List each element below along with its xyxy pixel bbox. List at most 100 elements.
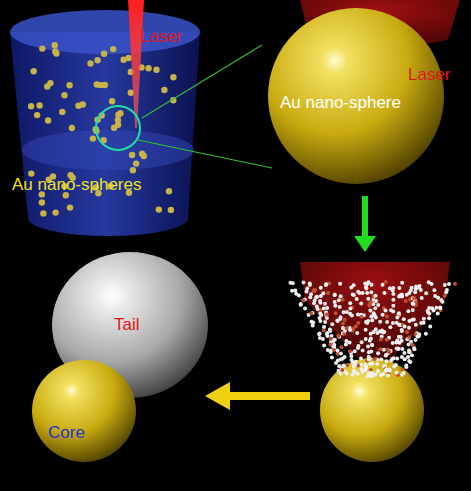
particle [337, 369, 341, 373]
particle [388, 286, 392, 290]
particle [381, 283, 385, 287]
particle [318, 332, 322, 336]
particle [391, 341, 395, 345]
particle [345, 363, 349, 367]
nano-sphere [52, 48, 58, 54]
particle [397, 286, 401, 290]
particle [444, 290, 448, 294]
particle [371, 371, 375, 375]
particle [447, 282, 451, 286]
particle [344, 343, 348, 347]
particle [349, 286, 353, 290]
particle [305, 286, 309, 290]
particle [337, 364, 341, 368]
particle [364, 366, 368, 370]
particle [403, 324, 407, 328]
particle [411, 308, 415, 312]
nano-sphere [139, 151, 145, 157]
particle [438, 306, 442, 310]
nano-sphere [109, 98, 115, 104]
particle [385, 320, 389, 324]
particle [376, 369, 380, 373]
container-layer [22, 130, 194, 170]
nano-sphere [101, 51, 107, 57]
particle [333, 300, 337, 304]
particle [443, 294, 447, 298]
particle [309, 311, 313, 315]
particle [435, 306, 439, 310]
particle [379, 338, 383, 342]
particle [392, 356, 396, 360]
particle [376, 351, 380, 355]
nano-sphere [52, 42, 58, 48]
particle [441, 300, 445, 304]
sphere-fill [268, 8, 444, 184]
nano-sphere [90, 135, 96, 141]
particle [328, 329, 332, 333]
particle [303, 307, 307, 311]
nano-sphere [120, 57, 126, 63]
particle [324, 313, 328, 317]
particle [339, 315, 343, 319]
particle [374, 315, 378, 319]
particle [367, 355, 371, 359]
particle [341, 357, 345, 361]
particle [337, 335, 341, 339]
particle [399, 335, 403, 339]
particle [407, 335, 411, 339]
particle [414, 323, 418, 327]
particle [395, 371, 399, 375]
particle [369, 290, 373, 294]
particle [299, 302, 303, 306]
particle [406, 355, 410, 359]
particle [313, 288, 317, 292]
particle [356, 313, 360, 317]
particle [420, 296, 424, 300]
particle [312, 289, 316, 293]
particle [291, 281, 295, 285]
sample-label: Au nano-spheres [12, 176, 141, 195]
particle [414, 338, 418, 342]
particle [382, 348, 386, 352]
particle [361, 291, 365, 295]
particle [428, 324, 432, 328]
particle [424, 332, 428, 336]
particle [422, 321, 426, 325]
particle [333, 338, 337, 342]
particle [348, 328, 352, 332]
particle [391, 310, 395, 314]
process-arrow [205, 382, 310, 410]
laser-label: Laser [140, 28, 183, 47]
nano-sphere [170, 74, 176, 80]
particle [350, 313, 354, 317]
nano-sphere [87, 60, 93, 66]
particle [412, 296, 416, 300]
particle [353, 349, 357, 353]
particle [407, 326, 411, 330]
nano-sphere [110, 46, 116, 52]
particle [374, 294, 378, 298]
particle [391, 304, 395, 308]
gold-sphere [320, 358, 424, 462]
particle [396, 347, 400, 351]
particle [336, 319, 340, 323]
particle [381, 330, 385, 334]
particle [369, 337, 373, 341]
particle [348, 307, 352, 311]
particle [343, 318, 347, 322]
laser-beam [300, 262, 450, 358]
particle [407, 350, 411, 354]
process-arrow [354, 196, 376, 252]
sphere-label: Au nano-sphere [280, 94, 401, 113]
particle [333, 293, 337, 297]
particle [322, 344, 326, 348]
particle [330, 322, 334, 326]
particle [309, 292, 313, 296]
particle [388, 325, 392, 329]
particle [436, 296, 440, 300]
particle [402, 317, 406, 321]
particle [415, 286, 419, 290]
particle [391, 292, 395, 296]
nano-sphere [129, 152, 135, 158]
particle [326, 291, 330, 295]
